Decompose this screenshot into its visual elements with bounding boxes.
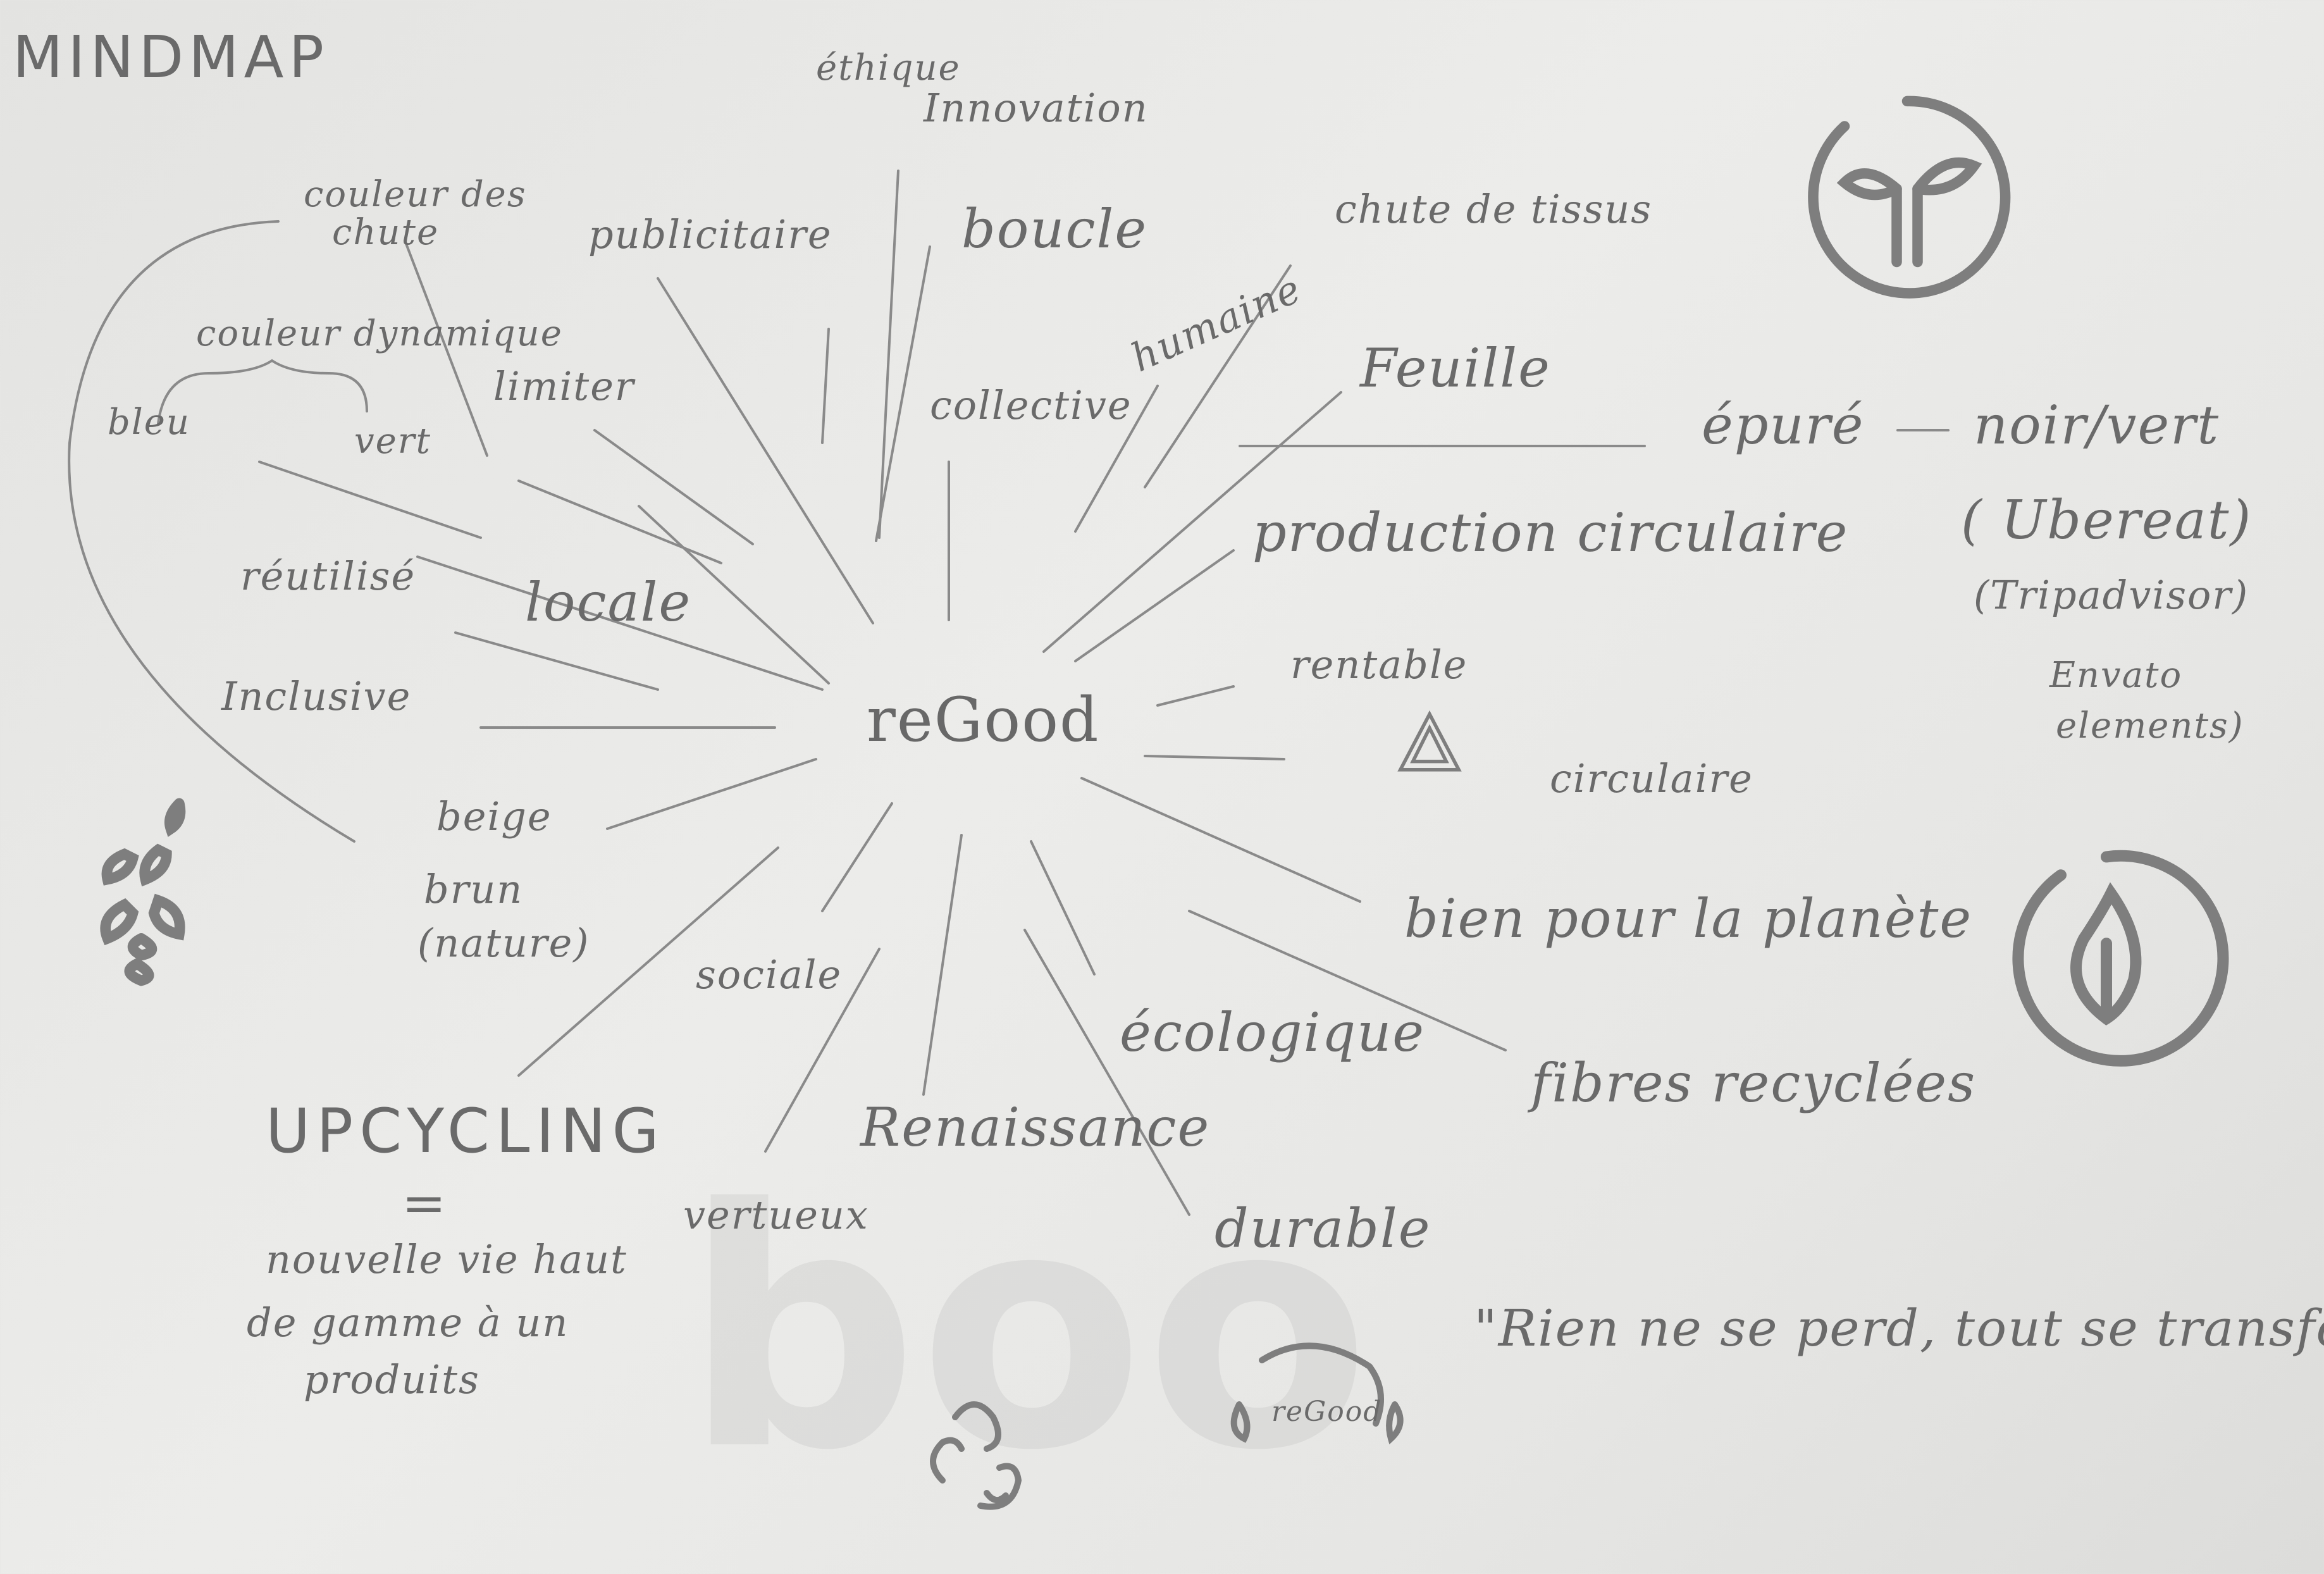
label-de-gamme: de gamme à un: [247, 1299, 569, 1346]
label-innovation: Innovation: [924, 85, 1149, 131]
label-bleu: bleu: [108, 402, 190, 443]
label-locale: locale: [525, 571, 692, 633]
label-renaissance: Renaissance: [860, 1096, 1211, 1158]
label-sociale: sociale: [696, 951, 843, 998]
label-feuille: Feuille: [1360, 337, 1551, 399]
label-vert: vert: [354, 421, 432, 462]
label-envato: Envato: [2049, 655, 2183, 696]
label-publicitaire: publicitaire: [588, 211, 832, 257]
label-tripadvisor: (Tripadvisor): [1974, 572, 2249, 618]
regood-logo-icon: [1221, 1335, 1417, 1461]
label-chute: chute: [332, 212, 440, 253]
label-collective: collective: [930, 382, 1132, 428]
label-noir-vert: noir/vert: [1974, 394, 2220, 456]
label-vertueux: vertueux: [683, 1192, 869, 1238]
recycle-loop-icon: [917, 1392, 1044, 1518]
label-boucle: boucle: [961, 198, 1148, 260]
label-couleur-dynamique: couleur dynamique: [196, 313, 563, 354]
label-chute-de-tissus: chute de tissus: [1335, 186, 1653, 232]
label-ubereat: ( Ubereat): [1961, 489, 2253, 551]
label-couleur-des: couleur des: [304, 174, 527, 215]
label-durable: durable: [1215, 1198, 1431, 1260]
leaf-circle-icon: [1993, 848, 2229, 1075]
page-title: MINDMAP: [13, 23, 329, 91]
label-brun: brun: [424, 866, 524, 912]
label-inclusive: Inclusive: [221, 673, 412, 719]
label-epure: épuré: [1702, 394, 1865, 456]
label-beige: beige: [436, 793, 552, 840]
center-node: reGood: [867, 685, 1100, 755]
lightbulb-leaves-icon: [95, 797, 221, 1012]
label-production-circulaire: production circulaire: [1252, 502, 1849, 564]
label-equals: =: [402, 1172, 448, 1234]
label-elements: elements): [2056, 705, 2244, 747]
quote-text: "Rien ne se perd, tout se transform: [1474, 1299, 2324, 1358]
label-nouvelle-vie: nouvelle vie haut: [266, 1236, 627, 1282]
label-ecologique: écologique: [1120, 1001, 1425, 1063]
triangle-recycle-icon: [1392, 709, 1468, 778]
bleed-through-watermark: boo: [683, 1139, 1371, 1522]
label-produits: produits: [304, 1356, 480, 1403]
label-nature: (nature): [417, 920, 590, 966]
label-upcycling: UPCYCLING: [266, 1096, 665, 1167]
label-limiter: limiter: [493, 363, 635, 409]
sprout-circle-icon: [1803, 95, 2012, 304]
label-reutilise: réutilisé: [240, 553, 416, 599]
label-fibres-recyclees: fibres recyclées: [1531, 1052, 1977, 1114]
label-bien-pour-la-planete: bien pour la planète: [1404, 888, 1973, 950]
label-circulaire: circulaire: [1550, 755, 1753, 802]
logo-text: reGood: [1271, 1396, 1383, 1428]
label-rentable: rentable: [1290, 641, 1468, 688]
label-ethique: éthique: [816, 47, 961, 89]
